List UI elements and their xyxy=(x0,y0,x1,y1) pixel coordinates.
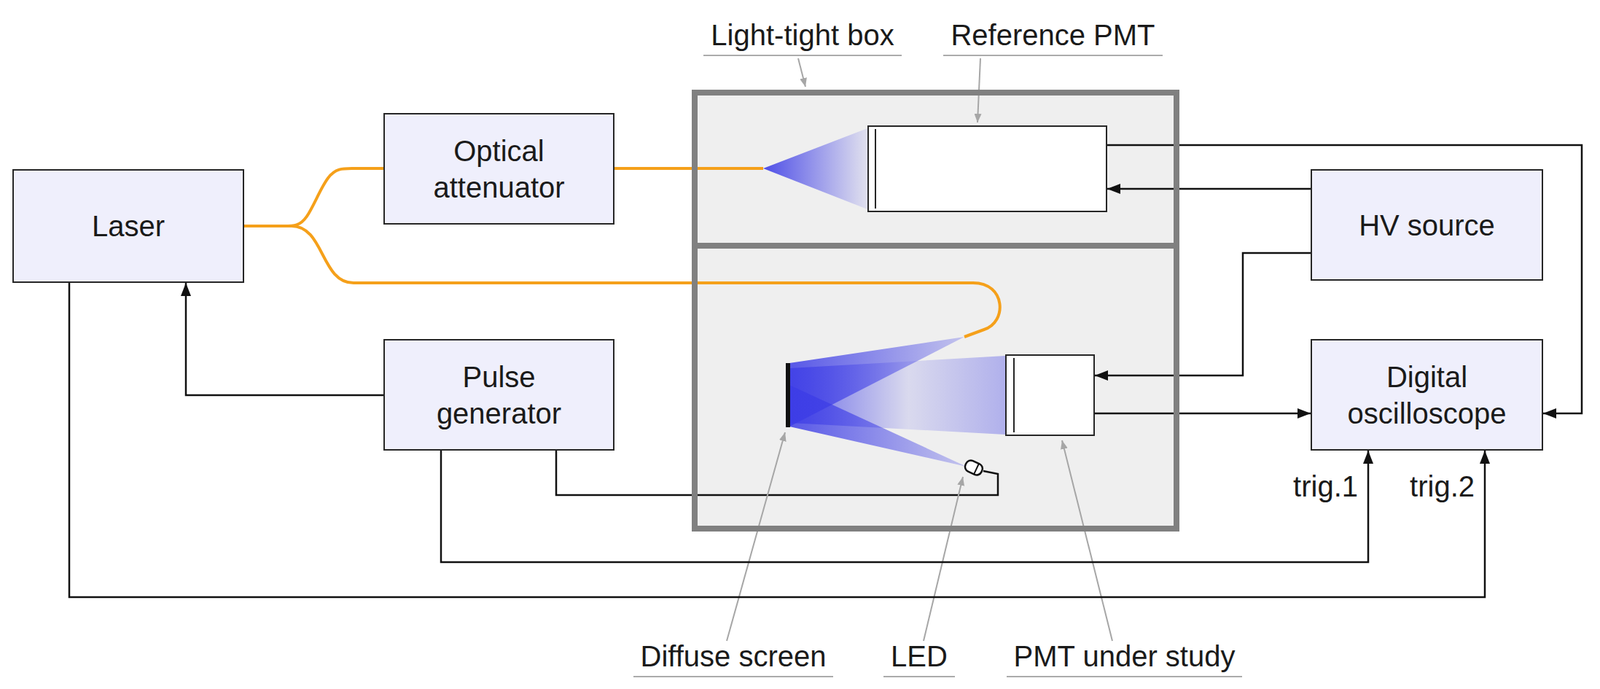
light-cone xyxy=(789,384,967,467)
connector xyxy=(1107,188,1311,191)
leader-line xyxy=(923,476,963,641)
leader-line xyxy=(726,432,786,641)
device-box: Digital oscilloscope xyxy=(1310,338,1544,451)
diffuse-screen xyxy=(785,363,791,428)
optical-fiber xyxy=(614,166,764,170)
device-box: Pulse generator xyxy=(383,338,615,451)
device-box: HV source xyxy=(1310,169,1544,281)
part-label: PMT under study xyxy=(1006,638,1243,678)
part-label: Reference PMT xyxy=(943,17,1162,57)
light-cone xyxy=(789,336,965,427)
part-label: Light-tight box xyxy=(703,17,901,57)
compartment-wall xyxy=(691,242,1180,249)
part-label: LED xyxy=(883,638,955,678)
node-label: Laser xyxy=(91,207,165,245)
connector xyxy=(1094,412,1311,415)
connector xyxy=(1094,252,1311,376)
node-label: Optical attenuator xyxy=(411,132,587,206)
device-box: Optical attenuator xyxy=(383,112,615,225)
connector xyxy=(441,450,1369,563)
part-label: Diffuse screen xyxy=(633,638,834,678)
box-ground xyxy=(691,89,1180,532)
connector xyxy=(244,168,384,226)
led-symbol xyxy=(963,458,985,477)
pmt-box: PMT under study xyxy=(1005,354,1095,436)
node-label: HV source xyxy=(1358,207,1496,244)
light-cone xyxy=(763,128,868,210)
connector xyxy=(69,282,1485,597)
light-band xyxy=(790,355,1006,435)
pmt-box: Reference PMT xyxy=(867,125,1108,213)
enclosure: Light-tight boxReference PMTPMT under st… xyxy=(691,89,1180,532)
signal-label: trig.1 xyxy=(1293,468,1358,504)
connector xyxy=(185,282,384,396)
node-label: Digital oscilloscope xyxy=(1328,358,1526,432)
leader-line xyxy=(798,58,806,87)
photocathode-line xyxy=(874,129,877,209)
node-label: Pulse generator xyxy=(411,358,587,432)
leader-line xyxy=(1062,440,1113,641)
signal-label: trig.2 xyxy=(1409,468,1475,504)
photocathode-line xyxy=(1013,357,1015,433)
led-wire xyxy=(556,449,998,495)
device-box: Laser xyxy=(12,169,245,283)
optical-fiber xyxy=(244,225,1001,337)
